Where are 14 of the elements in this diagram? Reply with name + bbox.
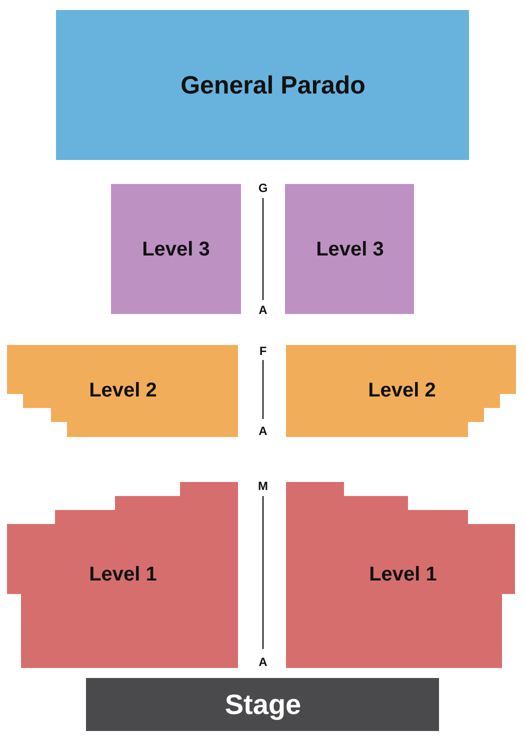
section-label: Level 1	[89, 564, 157, 586]
row-letter: A	[258, 424, 268, 438]
section-label: Level 2	[368, 380, 436, 402]
row-letter: G	[258, 181, 268, 195]
section-label: Level 3	[316, 238, 384, 262]
row-letter: A	[258, 655, 268, 669]
section-label: Level 2	[89, 380, 157, 402]
section-label: General Parado	[180, 72, 366, 100]
row-letter: F	[259, 344, 267, 358]
row-letter: M	[258, 479, 268, 493]
section-label: Stage	[224, 689, 302, 721]
row-letter: A	[258, 303, 268, 317]
section-label: Level 1	[369, 564, 437, 586]
section-label: Level 3	[142, 238, 210, 262]
